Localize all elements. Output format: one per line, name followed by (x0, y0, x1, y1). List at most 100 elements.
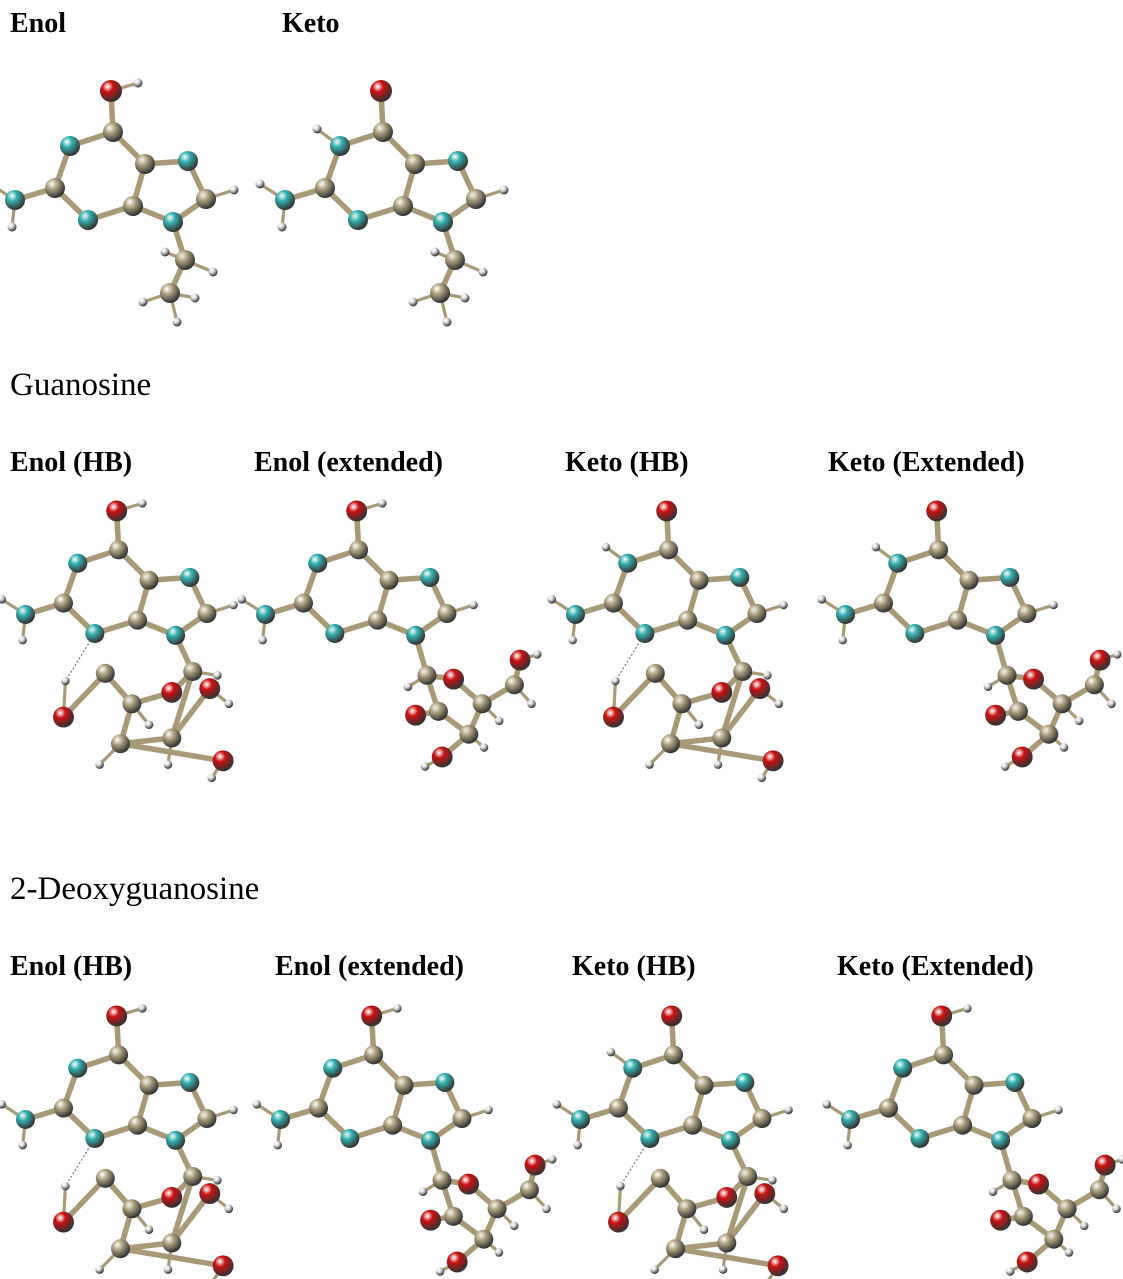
bonds (825, 1006, 1123, 1274)
nitrogen-atom (348, 210, 368, 230)
hydrogen-atom (138, 297, 148, 307)
oxygen-atom (212, 1255, 234, 1277)
hydrogen-atom (509, 1221, 519, 1231)
nitrogen-atom (330, 136, 350, 156)
hydrogen-atom (611, 676, 620, 686)
hydrogen-atom (224, 699, 234, 709)
molecule-deoxyguanosine-keto-extended (822, 1004, 1123, 1276)
carbon-atom (405, 154, 425, 174)
carbon-atom (103, 122, 123, 142)
carbon-atom (459, 724, 479, 744)
oxygen-atom (990, 1209, 1012, 1231)
nitrogen-atom (618, 553, 638, 573)
carbon-atom (1008, 701, 1028, 721)
carbon-atom (315, 178, 335, 198)
nitrogen-atom (420, 567, 440, 587)
hydrogen-atom (163, 1265, 173, 1274)
hydrogen-atom (606, 1047, 616, 1057)
carbon-atom (139, 1075, 159, 1095)
carbon-atom (379, 570, 399, 590)
carbon-atom (689, 570, 709, 590)
carbon-atom (383, 1115, 403, 1135)
carbon-atom (183, 662, 203, 681)
hydrogen-atom (871, 542, 881, 552)
oxygen-atom (661, 1005, 683, 1027)
hydrogen-atom (7, 222, 17, 232)
hydrogen-atom (420, 762, 430, 771)
atoms (237, 499, 542, 771)
oxygen-atom (603, 706, 624, 728)
carbon-atom (162, 1233, 182, 1253)
carbon-atom (717, 1233, 737, 1253)
carbon-atom (666, 1239, 685, 1259)
hydrogen-atom (0, 595, 7, 604)
molecule-methylguanine-keto (255, 80, 509, 327)
nitrogen-atom (836, 605, 855, 624)
carbon-atom (604, 593, 623, 613)
carbon-atom (394, 1075, 414, 1095)
hydrogen-atom (757, 773, 766, 783)
hydrogen-atom (1074, 716, 1084, 726)
oxygen-atom (199, 678, 221, 700)
hydrogen-atom (255, 179, 265, 189)
hydrogen-atom (499, 185, 509, 195)
hydrogen-atom (408, 297, 418, 307)
hydrogen-atom (460, 293, 470, 303)
oxygen-atom (405, 704, 427, 726)
carbon-atom (466, 189, 486, 209)
oxygen-atom (458, 1173, 480, 1195)
molecule-guanosine-keto-extended (817, 500, 1122, 771)
oxygen-atom (443, 668, 465, 690)
oxygen-atom (1016, 1251, 1038, 1273)
hydrogen-atom (552, 1100, 562, 1109)
bond (724, 1173, 751, 1246)
carbon-atom (733, 662, 753, 681)
oxygen-atom (926, 500, 948, 522)
hydrogen-atom (817, 595, 827, 604)
carbon-atom (349, 540, 369, 560)
hydrogen-atom (273, 1140, 282, 1150)
nitrogen-atom (721, 1130, 741, 1150)
bond (667, 740, 776, 764)
oxygen-atom (1011, 746, 1033, 768)
carbon-atom (677, 1199, 697, 1219)
carbon-atom (432, 1170, 452, 1190)
nitrogen-atom (421, 1130, 441, 1150)
hydrogen-atom (213, 1176, 222, 1185)
carbon-atom (373, 122, 393, 142)
nitrogen-atom (325, 624, 345, 643)
hydrogen-atom (568, 635, 577, 645)
oxygen-atom (754, 1183, 776, 1205)
hydrogen-atom (430, 247, 440, 257)
atoms (817, 500, 1122, 771)
carbon-atom (428, 701, 448, 721)
carbon-atom (487, 1199, 507, 1219)
carbon-atom (1013, 1206, 1033, 1226)
hydrogen-atom (494, 716, 504, 726)
panel-label-guanosine-enol-extended: Enol (extended) (254, 447, 443, 478)
oxygen-atom (1028, 1173, 1050, 1195)
oxygen-atom (370, 80, 392, 102)
carbon-atom (162, 728, 182, 748)
oxygen-atom (985, 704, 1007, 726)
carbon-atom (964, 1075, 984, 1095)
molecule-deoxyguanosine-enol-extended (252, 1004, 557, 1276)
hydrogen-atom (393, 1004, 402, 1013)
carbon-atom (128, 1115, 148, 1135)
nitrogen-atom (180, 1072, 200, 1092)
carbon-atom (445, 250, 465, 270)
panel-label-deoxyguanosine-enol-extended: Enol (extended) (275, 951, 464, 982)
carbon-atom (95, 663, 115, 683)
carbon-atom (111, 1239, 130, 1259)
hydrogen-atom (207, 773, 216, 783)
nitrogen-atom (735, 1072, 755, 1092)
nitrogen-atom (16, 605, 35, 624)
hydrogen-atom (822, 1100, 832, 1109)
hydrogen-atom (229, 600, 238, 610)
oxygen-atom (762, 750, 784, 772)
hydrogen-atom (312, 124, 322, 134)
nitrogen-atom (716, 625, 736, 645)
carbon-atom (934, 1045, 954, 1065)
panel-label-guanosine-keto-extended: Keto (Extended) (828, 447, 1025, 478)
